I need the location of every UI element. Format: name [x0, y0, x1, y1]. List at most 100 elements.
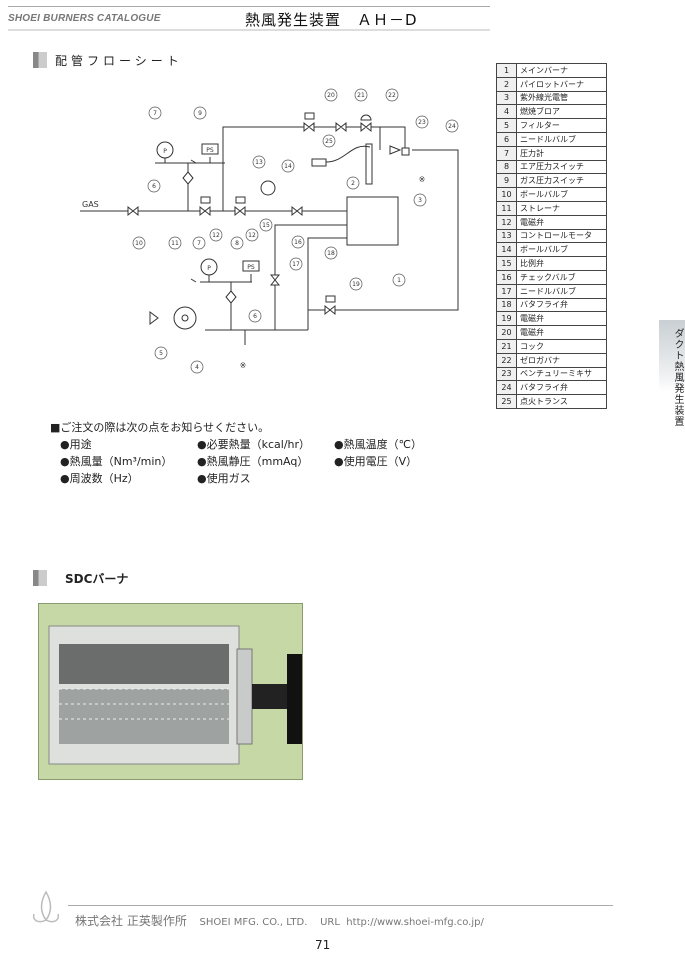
- part-name: バタフライ弁: [516, 297, 607, 313]
- part-number: 8: [496, 159, 517, 175]
- footer-company: 株式会社 正英製作所 SHOEI MFG. CO., LTD. URL http…: [75, 914, 484, 928]
- callout-number: 7: [153, 110, 157, 117]
- note-item: ●使用電圧（V）: [334, 455, 418, 468]
- part-name: ストレーナ: [516, 200, 607, 216]
- part-number: 21: [496, 338, 517, 354]
- part-name: ボールバルブ: [516, 187, 607, 202]
- part-number: 5: [496, 118, 517, 133]
- part-number: 22: [496, 352, 517, 368]
- callout-number: 22: [388, 92, 396, 99]
- callout-number: 23: [418, 119, 426, 126]
- part-number: 12: [496, 214, 517, 230]
- callout-number: ※: [240, 361, 247, 370]
- note-item: ●周波数（Hz）: [60, 472, 139, 485]
- page-title: 熱風発生装置 ＡＨ－D: [245, 11, 418, 29]
- part-name: 電磁弁: [516, 214, 607, 230]
- callout-number: 8: [235, 240, 239, 247]
- part-number: 18: [496, 297, 517, 313]
- company-url-link[interactable]: URL http://www.shoei-mfg.co.jp/: [320, 917, 484, 928]
- part-number: 25: [496, 394, 517, 409]
- part-number: 14: [496, 242, 517, 258]
- side-tab: ダクト熱風発生装置: [659, 320, 685, 440]
- callout-number: 1: [397, 277, 401, 284]
- part-name: バタフライ弁: [516, 380, 607, 396]
- note-item: ●熱風静圧（mmAq）: [197, 455, 309, 468]
- callout-number: 18: [327, 250, 335, 257]
- part-number: 20: [496, 325, 517, 340]
- callout-number: 12: [248, 232, 256, 239]
- callout-number: 5: [159, 350, 163, 357]
- note-item: ●使用ガス: [197, 472, 251, 485]
- part-name: 点火トランス: [516, 394, 607, 409]
- part-name: 電磁弁: [516, 311, 607, 327]
- callout-number: PS: [206, 147, 214, 154]
- note-item: ●熱風温度（℃）: [334, 438, 422, 451]
- venturi-mixer: [401, 147, 410, 156]
- callout-number: 16: [294, 239, 302, 246]
- part-name: チェックバルブ: [516, 269, 607, 285]
- part-name: コック: [516, 338, 607, 354]
- part-number: 13: [496, 228, 517, 244]
- callout-number: 17: [292, 261, 300, 268]
- part-name: ゼロガバナ: [516, 352, 607, 368]
- part-name: 電磁弁: [516, 325, 607, 340]
- sdc-burner-photo: [38, 603, 303, 780]
- air-filter: [149, 311, 159, 325]
- part-name: ボールバルブ: [516, 242, 607, 258]
- part-number: 15: [496, 256, 517, 271]
- part-number: 24: [496, 380, 517, 396]
- part-number: 10: [496, 187, 517, 202]
- part-name: フィルター: [516, 118, 607, 133]
- callout-number: 11: [171, 240, 179, 247]
- pressure-gauge-gas: [156, 141, 174, 159]
- part-name: ニードルバルブ: [516, 131, 607, 147]
- pressure-gauge-air: [200, 258, 218, 276]
- part-number: 6: [496, 131, 517, 147]
- part-name: ガス圧力スイッチ: [516, 173, 607, 189]
- catalogue-name: SHOEI BURNERS CATALOGUE: [8, 13, 161, 24]
- callout-number: 12: [212, 232, 220, 239]
- part-name: 圧力計: [516, 145, 607, 161]
- callout-number: 20: [327, 92, 335, 99]
- section-title-flow: 配管フローシート: [55, 54, 183, 68]
- callout-number: 6: [253, 313, 257, 320]
- section-marker: [33, 570, 47, 586]
- callout-number: 4: [195, 364, 199, 371]
- section-title-sdc: SDCバーナ: [65, 572, 129, 586]
- main-burner: [346, 196, 399, 246]
- part-name: ニードルバルブ: [516, 283, 607, 299]
- callout-number: 13: [255, 159, 263, 166]
- section-marker: [33, 52, 47, 68]
- page-number: 71: [315, 938, 331, 952]
- part-number: 16: [496, 269, 517, 285]
- part-name: エア圧力スイッチ: [516, 159, 607, 175]
- part-name: 燃焼ブロア: [516, 104, 607, 120]
- part-name: 紫外線光電管: [516, 90, 607, 106]
- note-item: ●熱風量（Nm³/min）: [60, 455, 173, 468]
- part-number: 2: [496, 76, 517, 92]
- control-motor: [260, 180, 276, 196]
- pipes: [80, 126, 459, 345]
- callout-number: 15: [262, 222, 270, 229]
- callout-number: 21: [357, 92, 365, 99]
